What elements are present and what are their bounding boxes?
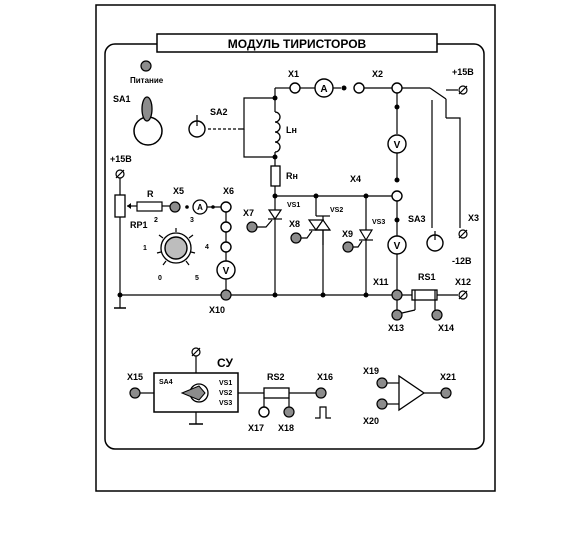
ammeter-control-symbol: A <box>197 203 203 212</box>
x1-label: X1 <box>288 69 299 79</box>
x16-label: X16 <box>317 372 333 382</box>
x14-terminal[interactable] <box>431 309 443 321</box>
vs1-label: VS1 <box>287 202 300 209</box>
minus12-label: -12В <box>452 256 472 266</box>
potentiometer-rp1 <box>114 194 126 218</box>
x19-label: X19 <box>363 366 379 376</box>
comparator <box>398 374 426 412</box>
inductor-ln <box>274 111 281 153</box>
vs2-label: VS2 <box>330 207 343 214</box>
x3-label: X3 <box>468 213 479 223</box>
dial-tick-5: 5 <box>195 275 199 282</box>
shunt-rs2 <box>263 387 290 399</box>
x5-label: X5 <box>173 186 184 196</box>
sa1-toggle-lever[interactable] <box>141 96 153 122</box>
x17-label: X17 <box>248 423 264 433</box>
control-knob[interactable] <box>164 236 188 260</box>
ammeter-main-symbol: A <box>320 84 327 95</box>
power-label: Питание <box>130 76 164 85</box>
x6c-terminal[interactable] <box>220 241 232 253</box>
x18-label: X18 <box>278 423 294 433</box>
x15-terminal[interactable] <box>129 387 141 399</box>
x4-terminal[interactable] <box>391 190 403 202</box>
su-out-vs1: VS1 <box>219 380 232 387</box>
rs2-label: RS2 <box>267 372 285 382</box>
x10-label: X10 <box>209 305 225 315</box>
x1-terminal[interactable] <box>289 82 301 94</box>
x9-label: X9 <box>342 229 353 239</box>
x16-terminal[interactable] <box>315 387 327 399</box>
pulse-icon <box>315 406 331 419</box>
thyristor-vs1 <box>267 209 283 221</box>
x20-label: X20 <box>363 416 379 426</box>
x5-terminal[interactable] <box>169 201 181 213</box>
x10-terminal[interactable] <box>220 289 232 301</box>
title-box <box>156 33 438 53</box>
x15-label: X15 <box>127 372 143 382</box>
page-title: МОДУЛЬ ТИРИСТОРОВ <box>228 37 367 51</box>
sa1-label: SA1 <box>113 94 131 104</box>
resistor-r <box>136 201 163 212</box>
node2-label: 2 <box>154 217 158 224</box>
voltmeter-load-symbol: V <box>394 140 401 151</box>
dial-tick-0: 0 <box>158 275 162 282</box>
x13-terminal[interactable] <box>391 309 403 321</box>
x21-terminal[interactable] <box>440 387 452 399</box>
rs1-label: RS1 <box>418 272 436 282</box>
plus15-right-label: +15В <box>452 67 474 77</box>
x11-label: X11 <box>373 277 389 287</box>
x8-label: X8 <box>289 219 300 229</box>
plus15-left-label: +15В <box>110 154 132 164</box>
su-out-vs2: VS2 <box>219 390 232 397</box>
x6b-terminal[interactable] <box>220 221 232 233</box>
vs3-label: VS3 <box>372 219 385 226</box>
rn-label: Rн <box>286 171 298 181</box>
dial-tick-1: 1 <box>143 245 147 252</box>
voltmeter-control-symbol: V <box>223 266 230 277</box>
x18-terminal[interactable] <box>283 406 295 418</box>
shunt-rs1 <box>411 289 438 301</box>
voltmeter-thyristor-symbol: V <box>394 241 401 252</box>
x20-terminal[interactable] <box>376 398 388 410</box>
dial-tick-4: 4 <box>205 244 209 251</box>
x4-label: X4 <box>350 174 361 184</box>
x8-terminal[interactable] <box>290 232 302 244</box>
node3-label: 3 <box>190 217 194 224</box>
x6-label: X6 <box>223 186 234 196</box>
x11-terminal[interactable] <box>391 289 403 301</box>
sa4-pointer <box>180 385 206 401</box>
resistor-rn <box>270 165 281 187</box>
outer-frame <box>95 4 496 492</box>
ln-label: Lн <box>286 125 297 135</box>
x2-label: X2 <box>372 69 383 79</box>
r-label: R <box>147 189 154 199</box>
sa4-label: SA4 <box>159 379 173 386</box>
x12-label: X12 <box>455 277 471 287</box>
su-label: СУ <box>217 356 234 370</box>
x7-terminal[interactable] <box>246 221 258 233</box>
x14-label: X14 <box>438 323 454 333</box>
x21-label: X21 <box>440 372 456 382</box>
thyristor-vs3 <box>358 229 374 242</box>
x9-terminal[interactable] <box>342 241 354 253</box>
sa3-label: SA3 <box>408 214 426 224</box>
su-out-vs3: VS3 <box>219 400 232 407</box>
rp1-label: RP1 <box>130 220 148 230</box>
x1-x2-link-terminal[interactable] <box>353 82 365 94</box>
x6-terminal[interactable] <box>220 201 232 213</box>
power-indicator <box>140 60 152 72</box>
x19-terminal[interactable] <box>376 377 388 389</box>
sa2-label: SA2 <box>210 107 228 117</box>
x7-label: X7 <box>243 208 254 218</box>
x2-terminal[interactable] <box>391 82 403 94</box>
x17-terminal[interactable] <box>258 406 270 418</box>
x13-label: X13 <box>388 323 404 333</box>
